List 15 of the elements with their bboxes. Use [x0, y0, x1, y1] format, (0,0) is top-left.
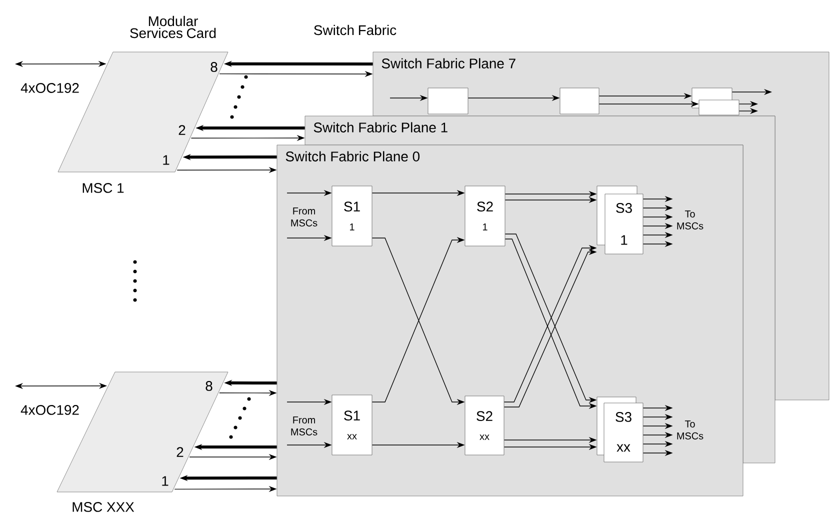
switch-box: S1 1 — [332, 186, 372, 246]
switch-box: S2 1 — [464, 186, 506, 246]
heading-label: Switch Fabric — [314, 24, 396, 36]
output-label: To MSCs — [677, 420, 704, 440]
switch-box: S3 1 — [596, 186, 644, 254]
switch-box — [428, 88, 468, 114]
switch-box: S3 xx — [596, 396, 644, 462]
heading-label: Modular Services Card — [130, 16, 216, 38]
switch-box: S1 xx — [332, 394, 372, 456]
card-name: MSC 1 — [82, 183, 124, 193]
switch-box: S2 xx — [464, 396, 504, 456]
output-label: To MSCs — [677, 210, 704, 230]
card-name: MSC XXX — [72, 502, 134, 512]
switch-box — [560, 88, 600, 114]
switch-box — [698, 100, 740, 116]
